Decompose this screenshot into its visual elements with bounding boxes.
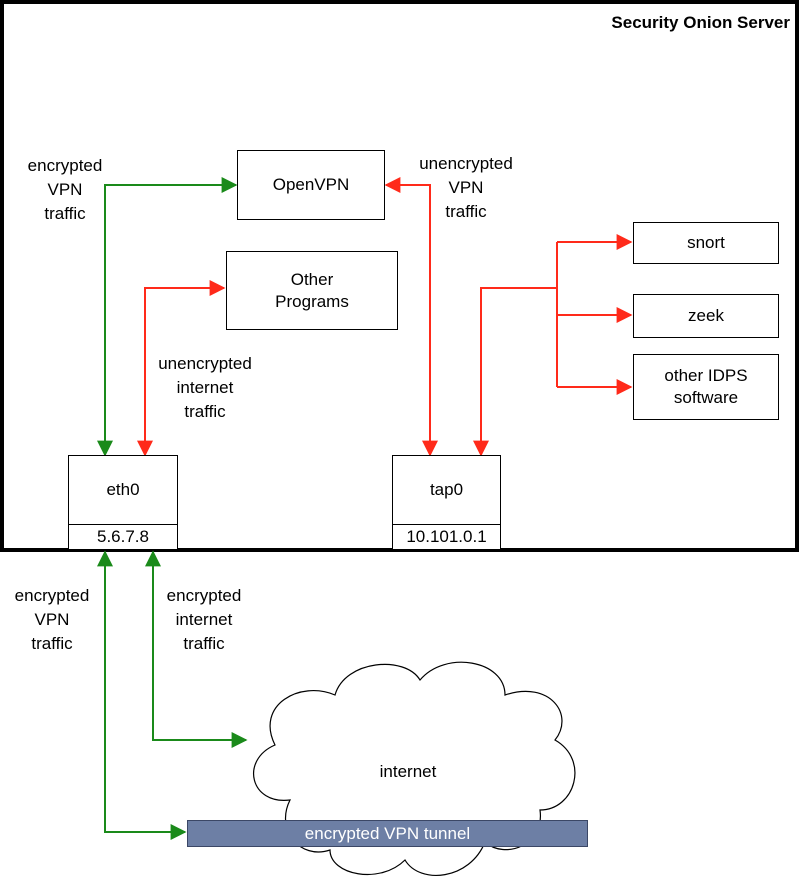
other-programs-label-1: Other [290,269,334,289]
zeek-label: zeek [688,306,724,325]
label-line: VPN [34,610,70,629]
other-idps-label-2: software [673,388,739,407]
openvpn-box: OpenVPN [237,150,385,220]
arrow-eth0-other-programs [137,280,226,457]
arrow-eth0-internet [145,550,248,748]
label-encrypted-internet: encrypted internet traffic [167,584,242,656]
openvpn-label: OpenVPN [272,175,350,194]
eth0-name: eth0 [106,480,140,499]
label-line: encrypted [27,156,103,175]
server-frame [0,0,799,552]
label-line: traffic [445,202,487,221]
tap0-name: tap0 [429,480,464,499]
other-programs-label-2: Programs [275,291,349,311]
label-line: internet [175,610,233,629]
label-line: traffic [184,402,226,421]
label-line: encrypted [166,586,242,605]
label-line: internet [176,378,234,397]
label-line: VPN [448,178,484,197]
label-line: traffic [44,204,86,223]
label-encrypted-vpn-inner: encrypted VPN traffic [28,154,103,226]
label-line: encrypted [14,586,90,605]
arrow-eth0-openvpn [97,177,238,457]
tap0-interface: tap0 10.101.0.1 [392,455,501,550]
other-idps-box: other IDPS software [633,354,779,420]
eth0-ip: 5.6.7.8 [69,524,177,549]
other-programs-box: Other Programs [226,251,398,330]
snort-label: snort [687,233,725,252]
server-title: Security Onion Server [611,13,790,32]
label-line: VPN [47,180,83,199]
other-idps-label-1: other IDPS [664,366,748,385]
snort-box: snort [633,222,779,264]
label-unencrypted-internet: unencrypted internet traffic [158,352,252,424]
vpn-tunnel-label: encrypted VPN tunnel [304,823,471,843]
label-unencrypted-vpn: unencrypted VPN traffic [419,152,513,224]
label-line: unencrypted [158,354,252,373]
eth0-interface: eth0 5.6.7.8 [68,455,178,550]
label-line: unencrypted [419,154,513,173]
zeek-box: zeek [633,294,779,338]
arrow-tap0-up [473,287,557,457]
label-line: traffic [183,634,225,653]
arrow-openvpn-tap0 [384,177,438,457]
tap0-ip: 10.101.0.1 [393,524,500,549]
label-line: traffic [31,634,73,653]
arrow-eth0-tunnel [97,550,187,840]
label-encrypted-vpn-outer: encrypted VPN traffic [15,584,90,656]
internet-label: internet [379,762,437,781]
vpn-tunnel-bar: encrypted VPN tunnel [187,820,588,847]
